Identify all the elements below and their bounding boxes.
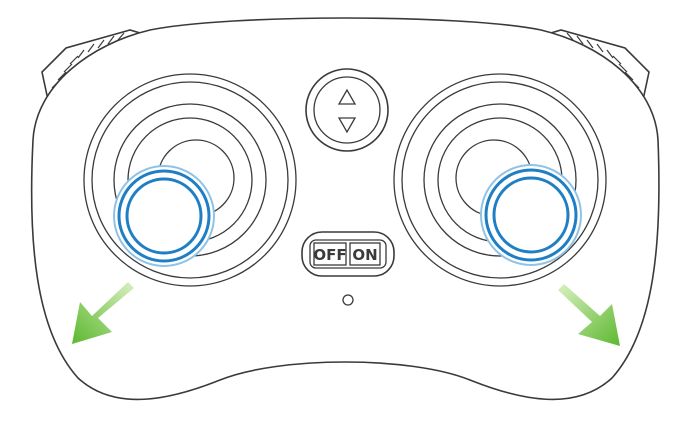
switch-off-label: OFF (313, 246, 346, 264)
arrow-down-left-icon (72, 282, 134, 344)
switch-on-label: ON (352, 246, 377, 264)
right-joystick[interactable] (393, 73, 607, 287)
indicator-light (342, 294, 354, 306)
left-stick-cap[interactable] (113, 165, 215, 267)
power-switch[interactable]: OFF ON (301, 231, 395, 277)
right-stick-cap[interactable] (480, 164, 582, 266)
up-down-triangle-icon[interactable] (305, 68, 389, 152)
arrow-down-right-icon (558, 284, 620, 346)
controller-body (30, 17, 660, 401)
left-joystick[interactable] (83, 73, 297, 287)
